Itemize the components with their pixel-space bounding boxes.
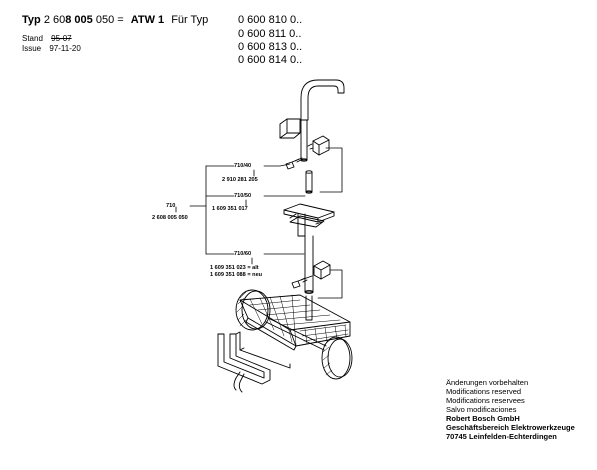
wheel-right — [321, 336, 351, 380]
base-frame — [217, 333, 271, 379]
lower-tube — [304, 235, 314, 293]
upper-tube — [300, 119, 308, 161]
footer-line-es: Salvo modificaciones — [446, 405, 517, 414]
part-number-prefix: 2 60 — [43, 14, 66, 26]
bracket-upper — [312, 135, 330, 156]
footer-line-de: Änderungen vorbehalten — [446, 378, 529, 387]
issue-label: Issue — [22, 44, 42, 53]
stand-value: 95-07 — [51, 34, 72, 43]
typ-label: Typ — [22, 14, 41, 26]
footer-address: 70745 Leinfelden-Echterdingen — [446, 432, 557, 441]
bracket-lower — [313, 260, 331, 280]
callout-710-part: 2 608 005 050 — [152, 215, 188, 221]
callout-710-40-pos: 710/40 — [234, 163, 252, 169]
callout-710-pos: 710 — [166, 203, 176, 209]
footer-line-en: Modifications reserved — [446, 387, 522, 396]
type-1: 0 600 811 0.. — [238, 28, 302, 40]
part-number-suffix: 050 = — [95, 14, 124, 26]
callout-710-60-part-neu: 1 609 351 088 = neu — [210, 272, 263, 278]
footer-company: Robert Bosch GmbH — [446, 414, 520, 423]
callout-710-50-pos: 710/50 — [234, 193, 252, 199]
type-2: 0 600 813 0.. — [238, 41, 303, 53]
issue-row: Issue 97-11-20 — [22, 44, 81, 54]
footer-line-fr: Modifications reservees — [446, 396, 525, 405]
callout-lines — [175, 147, 343, 299]
type-0: 0 600 810 0.. — [238, 14, 303, 26]
header-line: Typ 2 608 005 050 = ATW 1 Für Typ — [22, 14, 208, 27]
footer-block: Änderungen vorbehalten Modifications res… — [446, 378, 575, 441]
type-3: 0 600 814 0.. — [238, 54, 303, 66]
footer-division: Geschäftsbereich Elektrowerkzeuge — [446, 423, 575, 432]
stand-label: Stand — [22, 34, 43, 43]
model-name: ATW 1 — [130, 14, 165, 26]
screw-lower — [291, 275, 313, 289]
middle-tube — [305, 171, 313, 193]
wheel-left — [235, 289, 269, 331]
issue-value: 97-11-20 — [49, 44, 81, 53]
screw-upper — [285, 157, 303, 170]
callout-710-60-pos: 710/60 — [234, 251, 252, 257]
part-number-bold: 8 005 — [65, 14, 93, 26]
stand-row: Stand 95-07 — [22, 34, 72, 44]
callout-710-50-part: 1 609 351 017 — [212, 206, 248, 212]
handle-tube — [300, 79, 345, 121]
fuer-typ-label: Für Typ — [171, 14, 209, 26]
callout-710-60-part-alt: 1 609 351 023 = alt — [210, 265, 259, 271]
callout-710-40-part: 2 910 281 205 — [222, 177, 258, 183]
handle-clamp — [286, 118, 301, 134]
